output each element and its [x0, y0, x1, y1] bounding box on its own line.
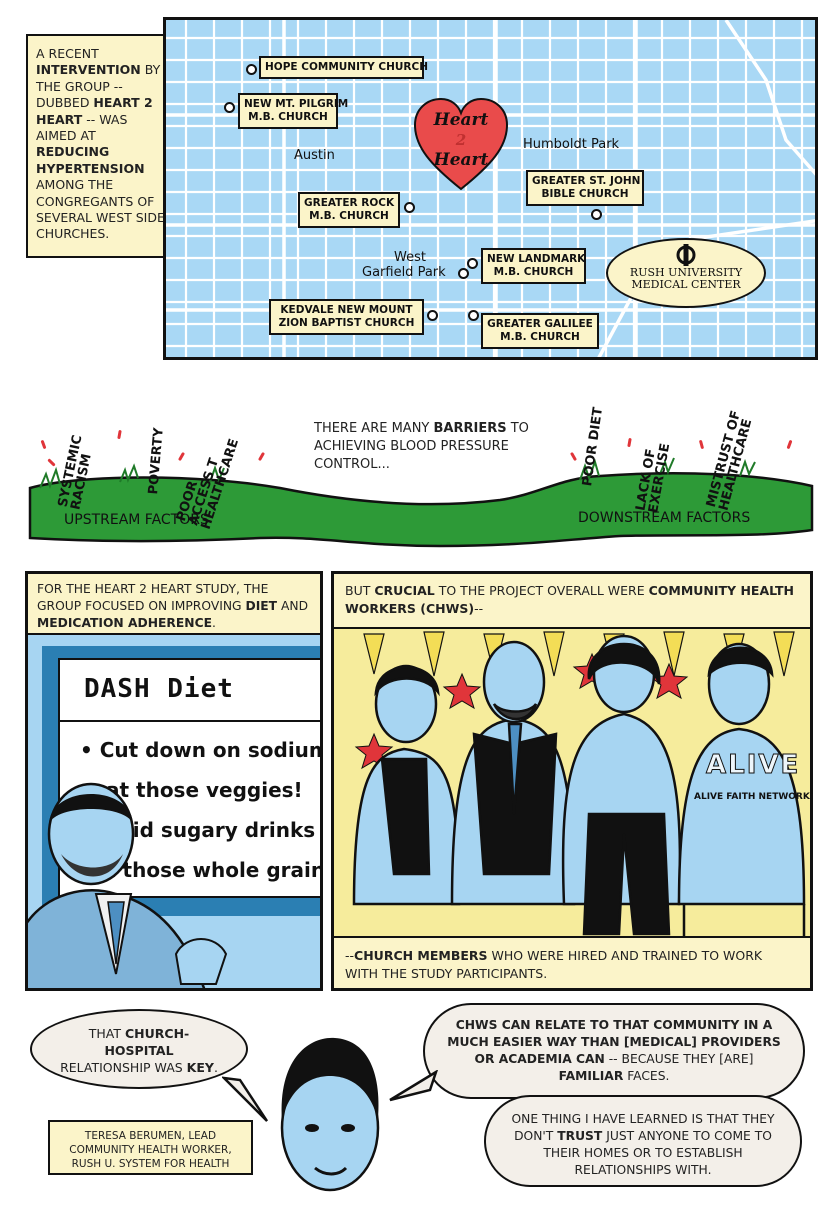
chw-caption-bottom: --Church members who were hired and trai…	[334, 936, 810, 988]
dash-item: at those veggies!	[106, 778, 303, 802]
map-pin-icon	[404, 202, 415, 213]
caption-bold: reducing hypertension	[36, 144, 145, 176]
map-pin-icon	[427, 310, 438, 321]
caption-text: -- was aimed at	[36, 111, 128, 144]
caption-bold: Heart 2 Heart	[36, 95, 153, 127]
church-tag: New LandmarkM.B. Church	[481, 248, 586, 284]
barriers-intro-text: There are many barriers to achieving blo…	[314, 421, 529, 472]
chw-group-figures	[352, 634, 806, 954]
caption-bold: intervention	[36, 62, 141, 78]
logo-line: 2	[455, 131, 467, 149]
hospital-badge: Rush University Medical Center	[606, 238, 766, 308]
map-panel: Heart 2 Heart Austin Humboldt Park West …	[163, 17, 818, 360]
chw-panel: ALIVE Alive Faith Network But crucial to…	[331, 571, 813, 991]
teresa-portrait-icon	[280, 1037, 380, 1192]
dash-sign-rule	[60, 720, 320, 722]
neighborhood-label-garfield: Garfield Park	[362, 265, 446, 280]
church-tag: Greater St. JohnBible Church	[526, 170, 644, 206]
neighborhood-label-austin: Austin	[294, 148, 335, 163]
speech-bubble-left: That church-hospital relationship was ke…	[30, 1009, 248, 1089]
speaker-caption: Teresa Berumen, lead community health wo…	[48, 1120, 253, 1175]
logo-line: Heart	[433, 150, 489, 170]
caption-text: A recent	[36, 46, 99, 61]
hospital-name: Rush University	[629, 266, 743, 279]
dash-panel: DASH Diet • Cut down on sodium at those …	[25, 571, 323, 991]
upstream-label: Upstream Factors	[64, 512, 209, 528]
bubble-tail-icon	[389, 1070, 438, 1102]
rush-logo-icon	[676, 244, 696, 266]
map-pin-icon	[246, 64, 257, 75]
study-caption: For the Heart 2 Heart study, the group f…	[28, 574, 320, 635]
church-tag: Kedvale New MountZion Baptist Church	[269, 299, 424, 335]
bubble-tail-icon	[222, 1076, 269, 1122]
speech-bubble-right-top: CHWs can relate to that community in a m…	[423, 1003, 805, 1099]
map-pin-icon	[467, 258, 478, 269]
caption-text: by the group -- dubbed	[36, 62, 161, 111]
hospital-name: Medical Center	[631, 278, 741, 291]
caption-text: among the congregants of several west si…	[36, 177, 165, 242]
dash-item: void sugary drinks	[106, 818, 316, 842]
dash-sign-title: DASH Diet	[84, 674, 234, 704]
church-tag: Hope Community Church	[259, 56, 428, 79]
chw-caption-top: But crucial to the project overall were …	[334, 574, 810, 629]
church-tag: Greater GalileeM.B. Church	[481, 313, 599, 349]
map-pin-icon	[458, 268, 469, 279]
downstream-label: Downstream Factors	[578, 510, 751, 526]
church-tag: New Mt. PilgrimM.B. Church	[238, 93, 348, 129]
shirt-logo-text: ALIVE	[705, 750, 801, 781]
speaker-figure-icon	[28, 782, 228, 988]
neighborhood-label-west: West	[394, 250, 426, 265]
intro-caption: A recent intervention by the group -- du…	[26, 34, 178, 258]
dash-item: t those whole grains	[106, 858, 323, 882]
map-pin-icon	[591, 209, 602, 220]
dash-item: • Cut down on sodium	[80, 738, 323, 762]
neighborhood-label-humboldt: Humboldt Park	[523, 137, 620, 152]
heart-logo-text: Heart 2 Heart	[411, 110, 511, 170]
grass-hills	[28, 457, 814, 548]
speech-bubble-right-bottom: One thing I have learned is that they do…	[484, 1095, 802, 1187]
shirt-caption-text: Alive Faith Network	[694, 792, 810, 802]
church-tag: Greater RockM.B. Church	[298, 192, 400, 228]
logo-line: Heart	[433, 110, 489, 130]
map-pin-icon	[468, 310, 479, 321]
map-pin-icon	[224, 102, 235, 113]
heart-logo-icon	[413, 97, 509, 191]
